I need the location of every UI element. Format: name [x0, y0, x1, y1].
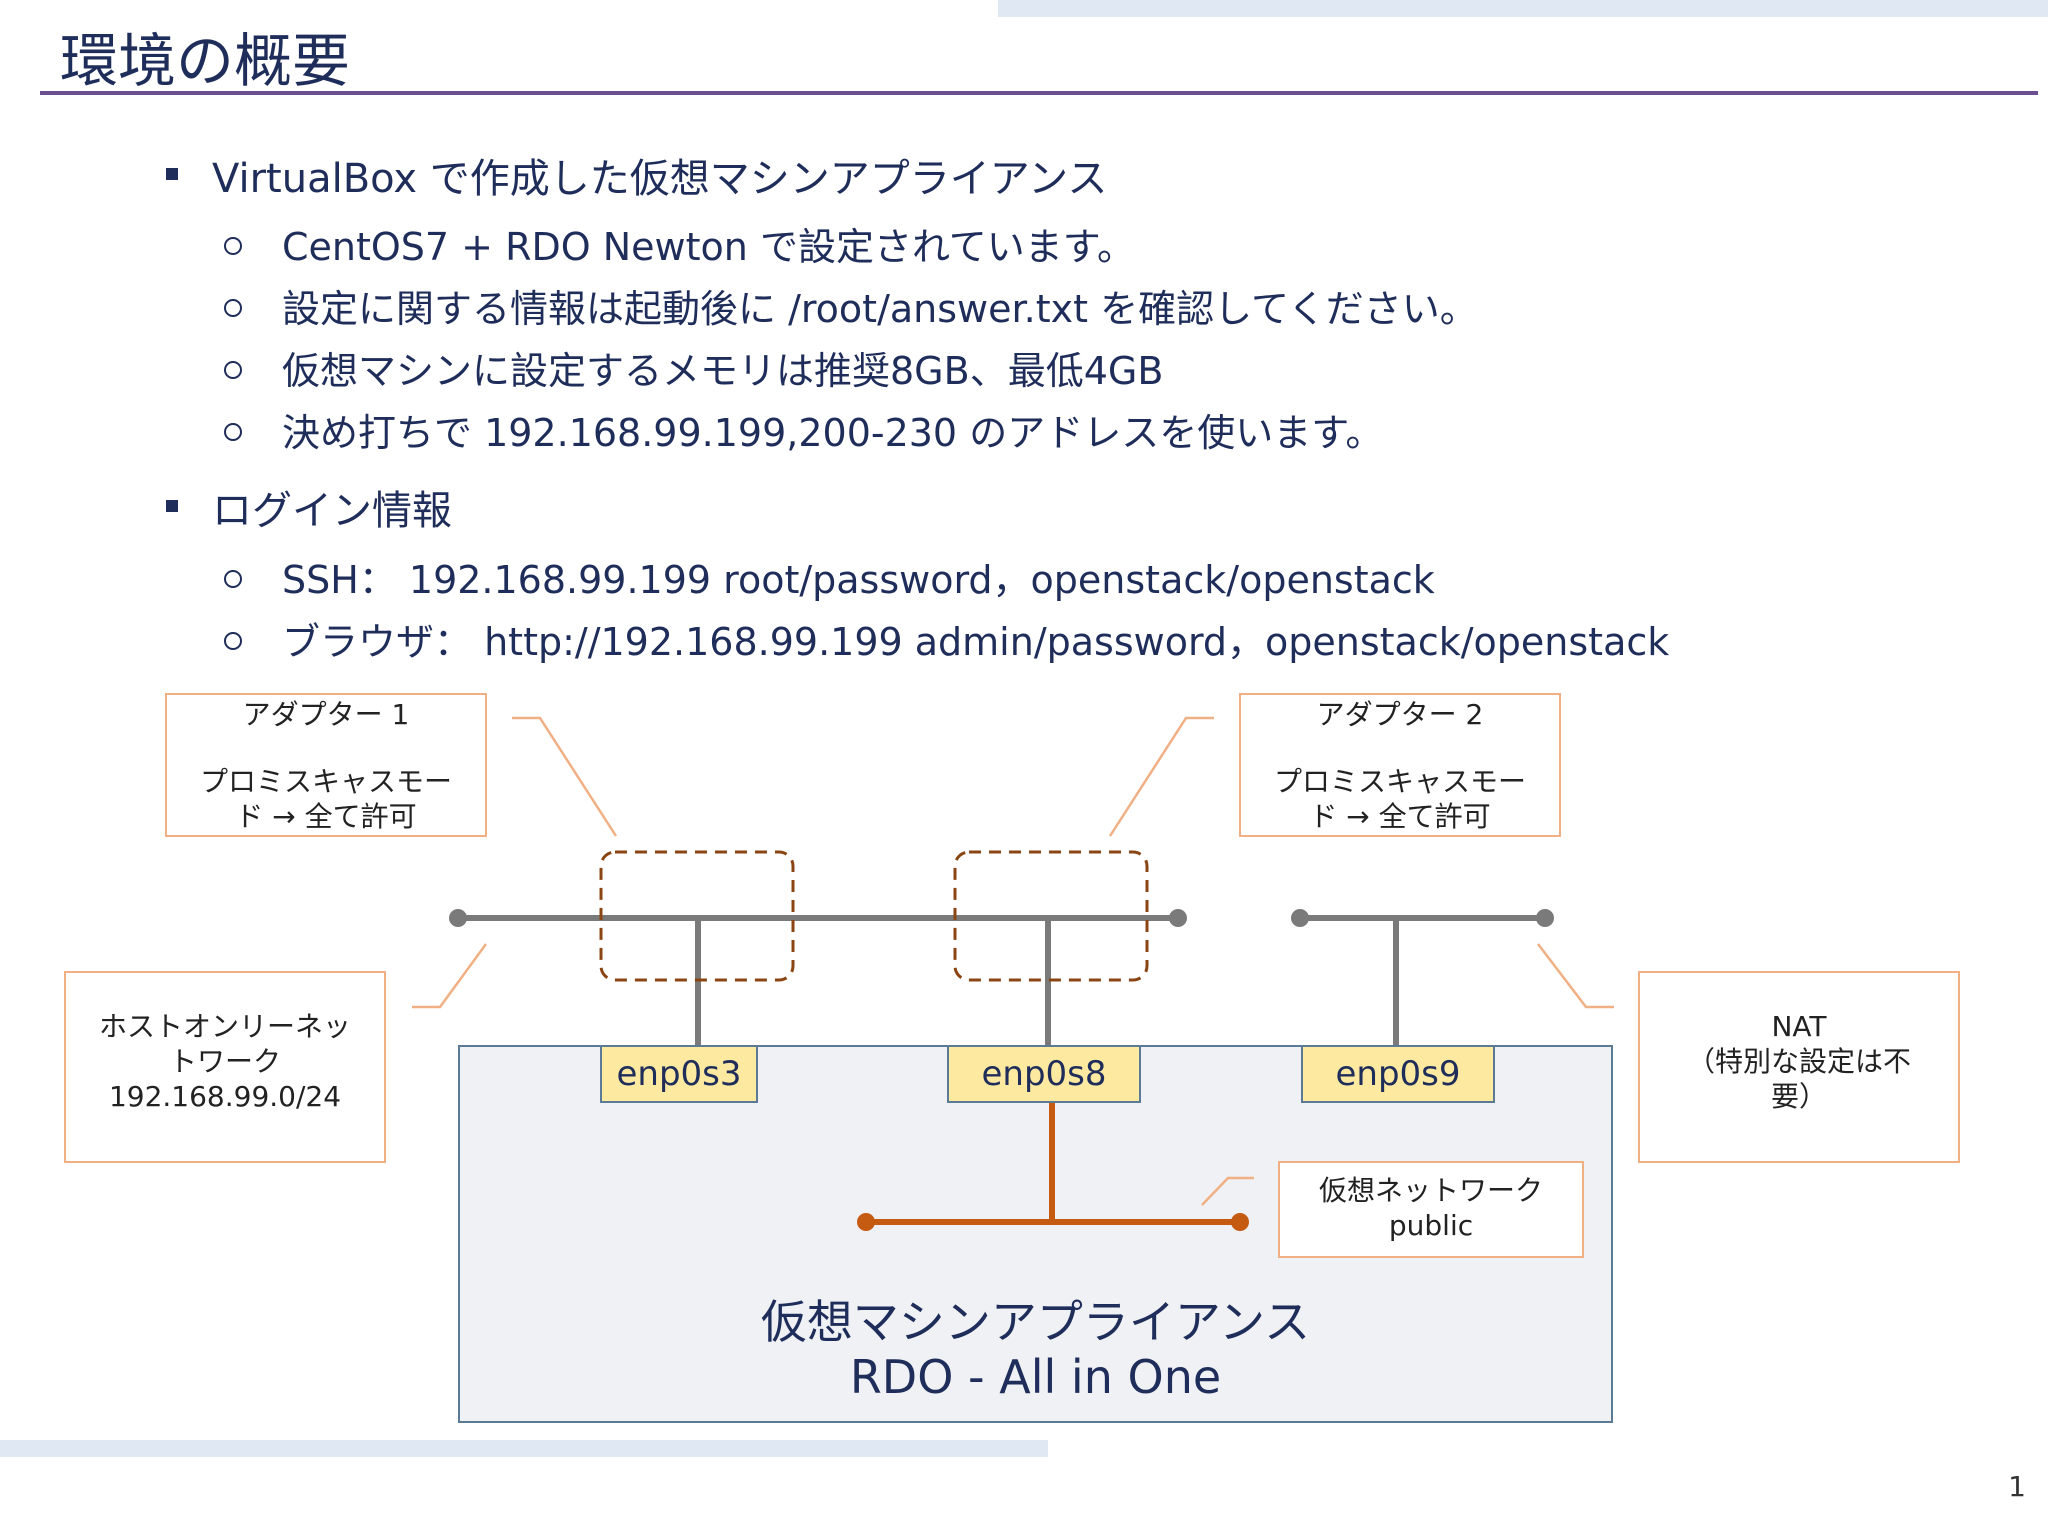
title-divider: [40, 91, 2038, 95]
bullet-level2: CentOS7 + RDO Newton で設定されています。: [282, 225, 1136, 269]
circle-bullet-icon: [224, 299, 242, 317]
callout-line: NAT: [1771, 1010, 1827, 1043]
bullet-list: VirtualBox で作成した仮想マシンアプライアンス CentOS7 + R…: [0, 0, 2048, 680]
hostonly-line-endpoint: [1169, 909, 1187, 927]
adapter2-callout-leader: [1108, 716, 1214, 837]
adapter2-dashed-box: [953, 850, 1149, 982]
bullet-level2: 設定に関する情報は起動後に /root/answer.txt を確認してください…: [282, 287, 1478, 331]
callout-line: トワーク: [168, 1045, 281, 1078]
nat-line-endpoint: [1536, 909, 1554, 927]
hostonly-network-callout: ホストオンリーネッ トワーク 192.168.99.0/24: [64, 971, 386, 1163]
bullet-level2: 仮想マシンに設定するメモリは推奨8GB、最低4GB: [282, 349, 1164, 393]
callout-line: 要）: [1770, 1080, 1827, 1113]
bullet-level1: VirtualBox で作成した仮想マシンアプライアンス: [212, 156, 1108, 202]
callout-line: プロミスキャスモー: [1273, 765, 1526, 798]
bottom-accent-band: [0, 1440, 1048, 1457]
appliance-label: 仮想マシンアプライアンス RDO - All in One: [458, 1295, 1613, 1405]
circle-bullet-icon: [224, 361, 242, 379]
circle-bullet-icon: [224, 423, 242, 441]
adapter1-callout-leader: [512, 716, 618, 837]
circle-bullet-icon: [224, 237, 242, 255]
appliance-label-line2: RDO - All in One: [849, 1350, 1222, 1405]
hostonly-callout-leader: [412, 943, 488, 1009]
callout-line: ド → 全て許可: [1309, 800, 1491, 833]
nic-enp0s8: enp0s8: [947, 1045, 1141, 1103]
page-number: 1: [2008, 1470, 2026, 1503]
callout-line: 仮想ネットワーク: [1318, 1174, 1543, 1207]
vnet-callout-leader: [1201, 1176, 1254, 1206]
bullet-level2: 決め打ちで 192.168.99.199,200-230 のアドレスを使います。: [282, 411, 1384, 455]
circle-bullet-icon: [224, 632, 242, 650]
square-bullet-icon: [166, 168, 178, 180]
callout-line: ド → 全て許可: [235, 800, 417, 833]
callout-line: 192.168.99.0/24: [108, 1080, 342, 1113]
virtual-network-endpoint: [1231, 1213, 1249, 1231]
nat-callout-leader: [1537, 943, 1614, 1009]
nat-callout: NAT （特別な設定は不 要）: [1638, 971, 1960, 1163]
bullet-level2: ブラウザ： http://192.168.99.199 admin/passwo…: [282, 620, 1670, 664]
adapter2-callout: アダプター 2 プロミスキャスモー ド → 全て許可: [1239, 693, 1561, 837]
callout-line: アダプター 1: [242, 698, 410, 731]
virtual-network-endpoint: [857, 1213, 875, 1231]
adapter1-callout: アダプター 1 プロミスキャスモー ド → 全て許可: [165, 693, 487, 837]
adapter1-dashed-box: [599, 850, 795, 982]
nic-enp0s9: enp0s9: [1301, 1045, 1495, 1103]
top-accent-band: [998, 0, 2048, 17]
callout-line: （特別な設定は不: [1686, 1045, 1911, 1078]
callout-line: ホストオンリーネッ: [98, 1010, 351, 1043]
appliance-label-line1: 仮想マシンアプライアンス: [760, 1295, 1311, 1349]
bullet-level2: SSH： 192.168.99.199 root/password，openst…: [282, 558, 1435, 602]
nic-enp0s3: enp0s3: [600, 1045, 758, 1103]
circle-bullet-icon: [224, 570, 242, 588]
callout-line: プロミスキャスモー: [199, 765, 452, 798]
hostonly-line-endpoint: [449, 909, 467, 927]
slide-title: 環境の概要: [60, 27, 351, 95]
nat-line-endpoint: [1291, 909, 1309, 927]
square-bullet-icon: [166, 500, 178, 512]
virtual-network-callout: 仮想ネットワーク public: [1278, 1161, 1584, 1258]
bullet-level1: ログイン情報: [212, 488, 452, 534]
callout-line: public: [1388, 1209, 1474, 1242]
callout-line: アダプター 2: [1316, 698, 1484, 731]
